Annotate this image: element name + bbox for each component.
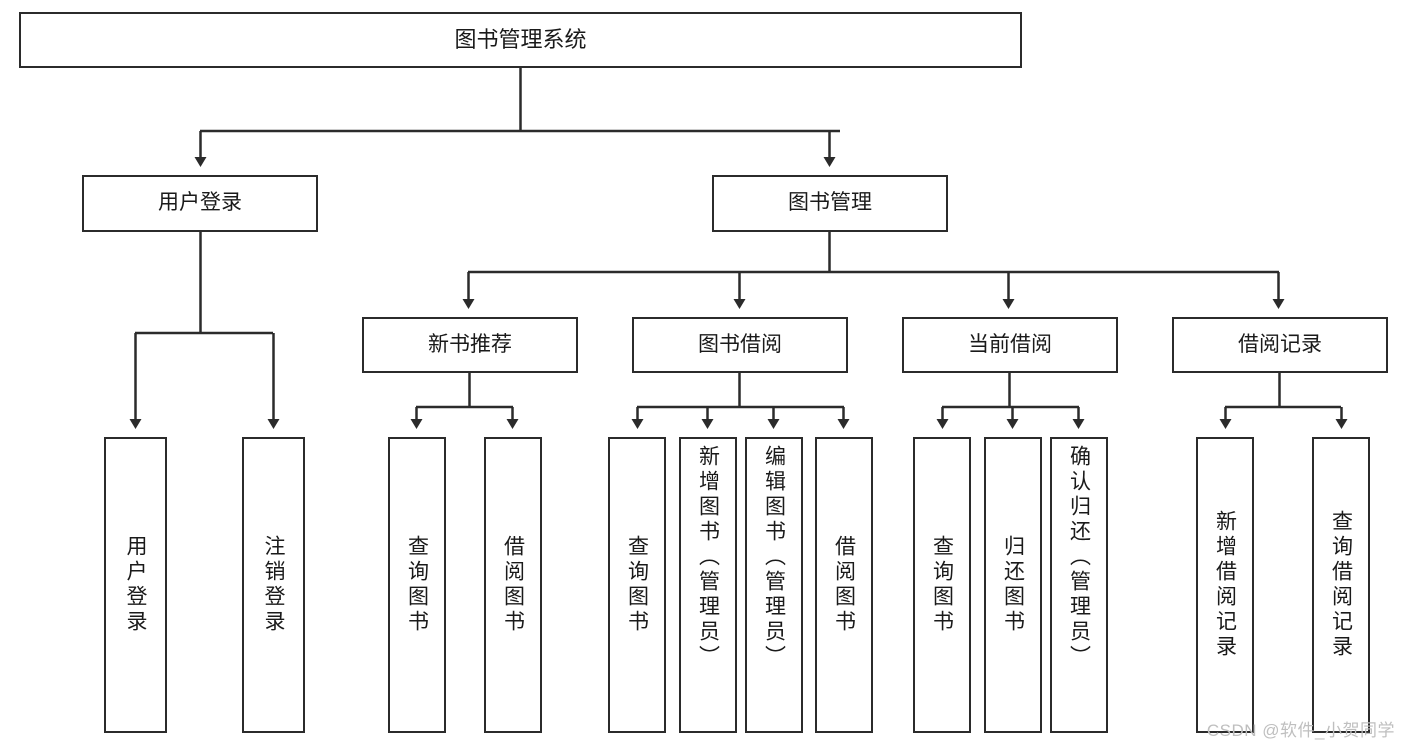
node-leaf-add-record-label: 新增借阅记录 — [1213, 510, 1237, 660]
node-current-borrow[interactable]: 当前借阅 — [902, 317, 1118, 373]
node-leaf-add-record[interactable]: 新增借阅记录 — [1196, 437, 1254, 733]
node-leaf-borrow-book-1-label: 借阅图书 — [501, 535, 525, 635]
node-leaf-return-book-label: 归还图书 — [1001, 535, 1025, 635]
node-leaf-add-book[interactable]: 新增图书（管理员） — [679, 437, 737, 733]
node-book-borrow[interactable]: 图书借阅 — [632, 317, 848, 373]
node-book-manage-label: 图书管理 — [788, 191, 872, 215]
node-leaf-query-book-3-label: 查询图书 — [930, 535, 954, 635]
node-leaf-edit-book[interactable]: 编辑图书（管理员） — [745, 437, 803, 733]
node-leaf-return-book[interactable]: 归还图书 — [984, 437, 1042, 733]
node-book-manage[interactable]: 图书管理 — [712, 175, 948, 232]
node-leaf-user-logout-label: 注销登录 — [262, 535, 285, 635]
node-leaf-borrow-book-2[interactable]: 借阅图书 — [815, 437, 873, 733]
node-leaf-confirm-return[interactable]: 确认归还（管理员） — [1050, 437, 1108, 733]
node-leaf-query-book-3[interactable]: 查询图书 — [913, 437, 971, 733]
node-leaf-query-record[interactable]: 查询借阅记录 — [1312, 437, 1370, 733]
node-leaf-confirm-return-label: 确认归还（管理员） — [1067, 445, 1091, 670]
node-borrow-record[interactable]: 借阅记录 — [1172, 317, 1388, 373]
node-user-login-label: 用户登录 — [158, 191, 242, 215]
node-new-book-recommend[interactable]: 新书推荐 — [362, 317, 578, 373]
node-leaf-user-logout[interactable]: 注销登录 — [242, 437, 305, 733]
node-current-borrow-label: 当前借阅 — [968, 332, 1052, 356]
node-root-label: 图书管理系统 — [454, 27, 587, 53]
node-leaf-query-book-1-label: 查询图书 — [405, 535, 429, 635]
node-new-book-recommend-label: 新书推荐 — [428, 332, 512, 356]
node-leaf-query-book-2[interactable]: 查询图书 — [608, 437, 666, 733]
node-leaf-borrow-book-2-label: 借阅图书 — [832, 535, 856, 635]
node-leaf-query-book-2-label: 查询图书 — [625, 535, 649, 635]
node-leaf-user-login-label: 用户登录 — [124, 535, 147, 635]
node-leaf-borrow-book-1[interactable]: 借阅图书 — [484, 437, 542, 733]
node-leaf-query-book-1[interactable]: 查询图书 — [388, 437, 446, 733]
node-leaf-add-book-label: 新增图书（管理员） — [696, 445, 720, 670]
node-root[interactable]: 图书管理系统 — [19, 12, 1022, 68]
node-leaf-user-login[interactable]: 用户登录 — [104, 437, 167, 733]
node-book-borrow-label: 图书借阅 — [698, 332, 782, 356]
node-leaf-edit-book-label: 编辑图书（管理员） — [762, 445, 786, 670]
csdn-watermark: CSDN @软件_小贺同学 — [1206, 721, 1395, 740]
node-leaf-query-record-label: 查询借阅记录 — [1329, 510, 1353, 660]
node-user-login[interactable]: 用户登录 — [82, 175, 318, 232]
node-borrow-record-label: 借阅记录 — [1238, 332, 1322, 356]
